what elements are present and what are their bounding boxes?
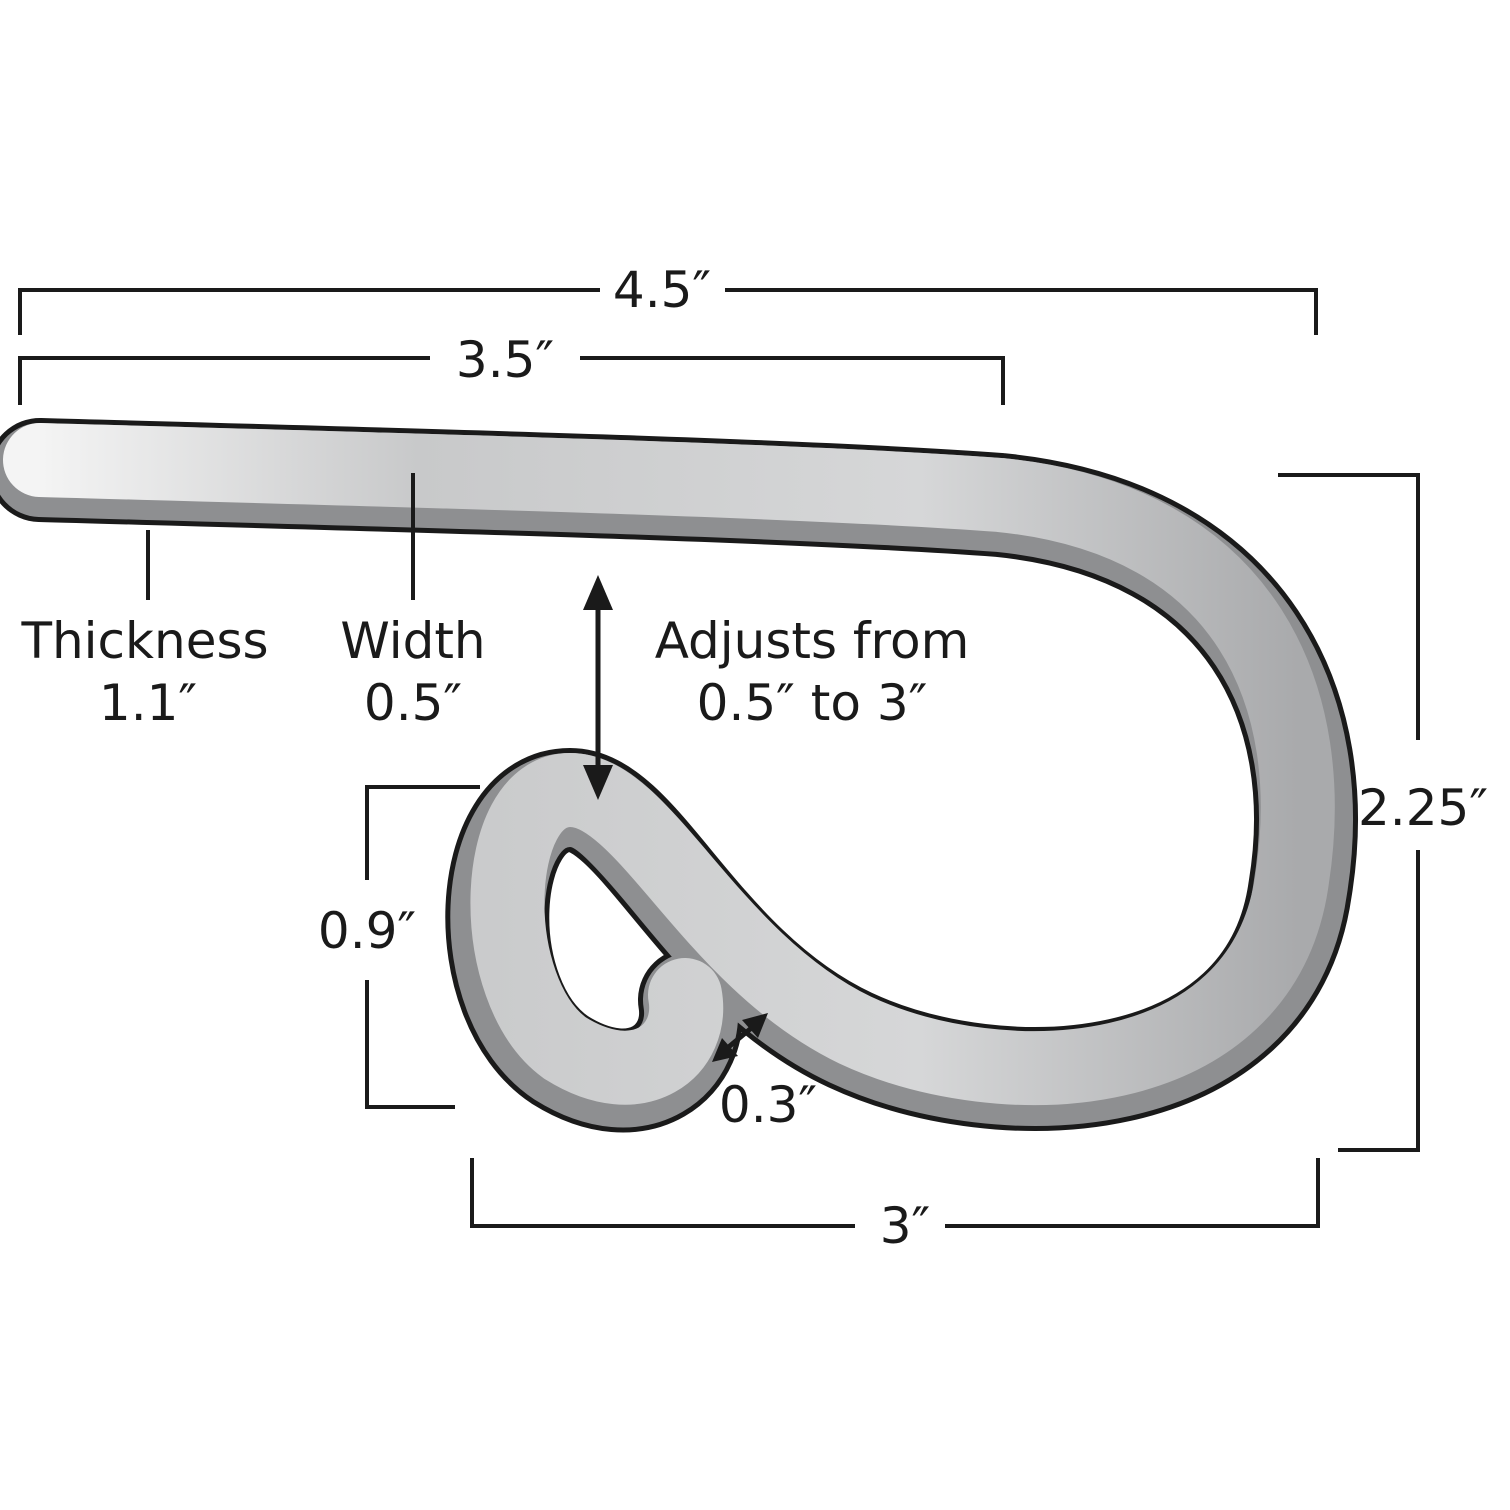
clip-shape bbox=[0, 418, 1358, 1133]
adjust-label-line1: Adjusts from bbox=[655, 612, 970, 670]
bottom-length-label: 3″ bbox=[880, 1197, 931, 1255]
gap-label: 0.3″ bbox=[719, 1076, 817, 1134]
dimension-lines bbox=[18, 288, 1420, 1228]
thickness-value: 1.1″ bbox=[99, 674, 197, 732]
overall-length-label: 4.5″ bbox=[613, 261, 711, 319]
adjust-label-line2: 0.5″ to 3″ bbox=[697, 674, 928, 732]
curl-height-label: 0.9″ bbox=[318, 902, 416, 960]
thickness-title: Thickness bbox=[20, 612, 268, 670]
width-value: 0.5″ bbox=[364, 674, 462, 732]
height-label: 2.25″ bbox=[1358, 779, 1488, 837]
arrows bbox=[583, 575, 768, 1062]
top-length-label: 3.5″ bbox=[456, 331, 554, 389]
width-title: Width bbox=[340, 612, 485, 670]
